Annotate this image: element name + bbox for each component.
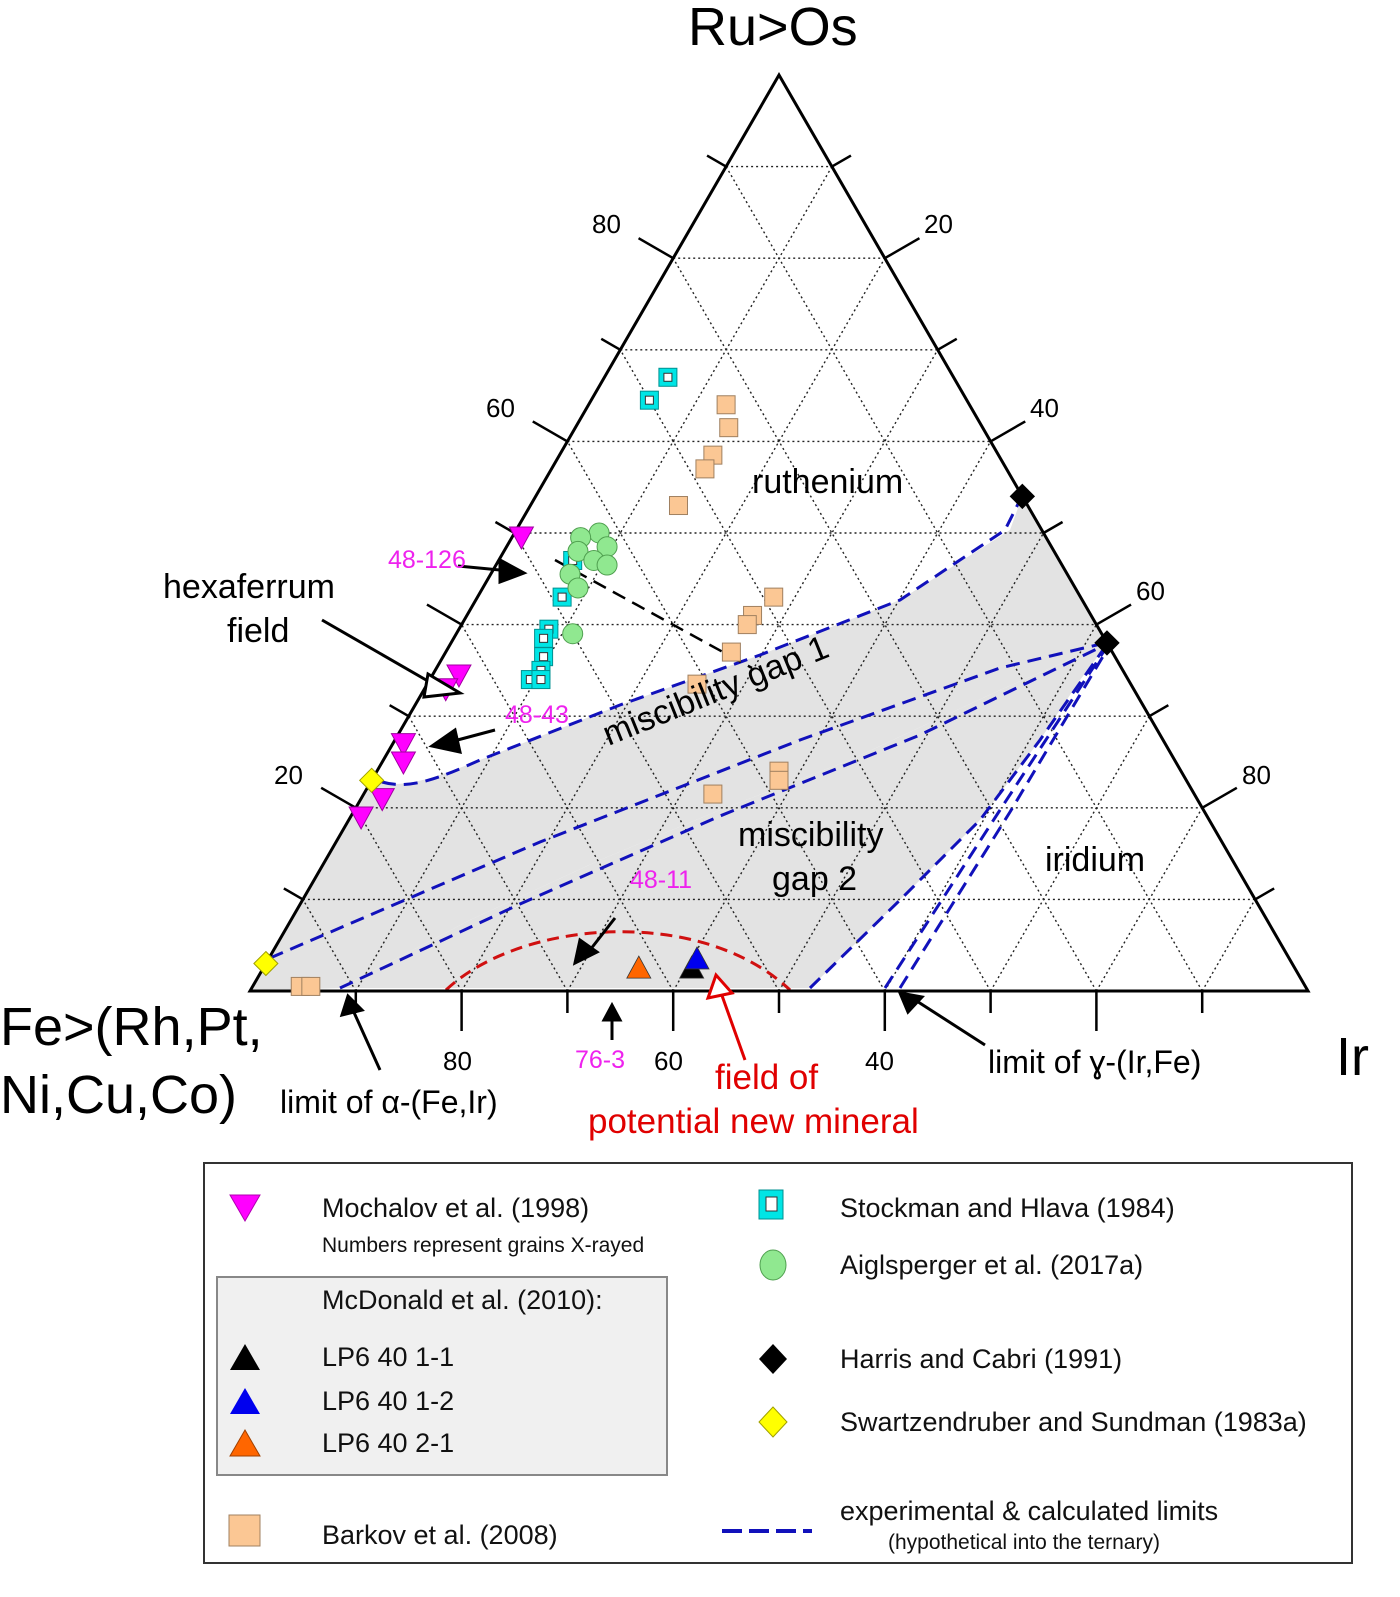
alpha-limit-label: limit of α-(Fe,Ir) <box>280 1084 498 1120</box>
grid-lines <box>302 165 1256 992</box>
data-point <box>562 623 584 645</box>
legend-lp6-11: LP6 40 1-1 <box>322 1342 455 1372</box>
miscibility-gap-2-label-line1: miscibility <box>738 816 884 854</box>
legend-green-circle-icon <box>759 1249 787 1281</box>
new-mineral-label-line1: field of <box>715 1058 819 1097</box>
legend-cyan-open-square-icon <box>758 1189 784 1220</box>
data-point <box>536 675 546 685</box>
tick-bottom-60: 60 <box>654 1046 683 1076</box>
data-point <box>769 770 789 790</box>
apex-top-label: Ru>Os <box>688 0 858 57</box>
data-point <box>348 806 374 831</box>
apex-right-label: Ir <box>1336 1027 1369 1087</box>
tie-line <box>554 558 753 670</box>
legend-orange-triangle-icon <box>229 1428 261 1457</box>
legend-blue-dashed-line-icon <box>722 1529 812 1533</box>
legend-limits: experimental & calculated limits <box>840 1496 1219 1526</box>
legend-black-diamond-icon <box>759 1344 787 1374</box>
legend-yellow-diamond-icon <box>758 1406 788 1438</box>
legend-barkov: Barkov et al. (2008) <box>322 1520 558 1550</box>
data-point <box>719 418 739 438</box>
phase-boundaries <box>269 499 1110 990</box>
apex-left-label-line1: Fe>(Rh,Pt, <box>0 997 263 1057</box>
data-point <box>567 540 589 562</box>
legend-mochalov-note: Numbers represent grains X-rayed <box>322 1234 645 1257</box>
grain-label-76-3: 76-3 <box>575 1046 626 1074</box>
data-point <box>369 788 396 812</box>
data-point <box>253 950 279 977</box>
legend-harris: Harris and Cabri (1991) <box>840 1344 1123 1374</box>
legend-tan-square-icon <box>228 1514 261 1547</box>
axis-ticks <box>283 154 1275 1031</box>
data-point <box>557 592 567 602</box>
legend-lp6-12: LP6 40 1-2 <box>322 1386 455 1416</box>
tick-bottom-80: 80 <box>443 1046 472 1076</box>
data-point <box>1094 630 1120 656</box>
hexaferrum-label-line2: field <box>227 612 290 650</box>
legend-limits-note: (hypothetical into the ternary) <box>888 1531 1160 1554</box>
legend-blue-triangle-icon <box>230 1388 260 1414</box>
data-point <box>663 372 673 382</box>
new-mineral-arrow <box>705 972 747 1061</box>
tick-left-80: 80 <box>592 209 621 239</box>
legend-mcdonald-title: McDonald et al. (2010): <box>322 1285 603 1315</box>
data-point <box>737 615 757 635</box>
data-point <box>721 642 741 662</box>
grain-label-48-11: 48-11 <box>630 866 693 894</box>
grain-label-48-43: 48-43 <box>505 701 569 729</box>
data-point <box>596 554 618 576</box>
data-point <box>668 496 688 516</box>
ruthenium-field-label: ruthenium <box>752 463 904 501</box>
data-point <box>539 633 549 643</box>
data-point <box>687 674 707 694</box>
data-point <box>446 664 472 689</box>
tick-left-20: 20 <box>274 760 303 790</box>
data-point <box>1009 483 1036 510</box>
data-point <box>716 395 736 415</box>
tick-bottom-40: 40 <box>865 1046 894 1076</box>
legend-aiglsperger: Aiglsperger et al. (2017a) <box>840 1250 1144 1280</box>
data-point <box>703 784 723 804</box>
tick-left-60: 60 <box>486 393 515 423</box>
data-point <box>390 751 417 776</box>
data-point <box>390 733 417 757</box>
tick-right-60: 60 <box>1136 576 1165 606</box>
new-mineral-label-line2: potential new mineral <box>588 1102 919 1141</box>
legend-mochalov: Mochalov et al. (1998) <box>322 1193 590 1223</box>
legend-lp6-21: LP6 40 2-1 <box>322 1428 455 1458</box>
data-point <box>358 767 385 794</box>
legend-magenta-triangle-down-icon <box>229 1194 261 1223</box>
data-point <box>508 526 535 551</box>
hexaferrum-label-line1: hexaferrum <box>163 568 335 606</box>
tick-right-40: 40 <box>1030 393 1059 423</box>
data-point <box>626 955 652 979</box>
ternary-plot <box>247 72 1311 1071</box>
legend-mcdonald-group <box>216 1276 668 1476</box>
data-point <box>695 459 715 479</box>
data-point <box>684 946 710 970</box>
data-point <box>567 577 589 599</box>
apex-left-label-line2: Ni,Cu,Co) <box>0 1065 238 1125</box>
data-point <box>764 587 784 607</box>
new-mineral-field-boundary <box>444 930 792 992</box>
miscibility-gap-2-label-line2: gap 2 <box>772 860 858 898</box>
data-point <box>539 652 549 662</box>
annotation-arrows <box>321 557 986 1071</box>
data-point <box>301 976 321 996</box>
data-points <box>253 367 1120 996</box>
data-point <box>644 395 654 405</box>
legend-swartzendruber: Swartzendruber and Sundman (1983a) <box>840 1407 1307 1437</box>
tick-right-80: 80 <box>1242 760 1271 790</box>
iridium-field-label: iridium <box>1045 841 1146 879</box>
legend-black-triangle-icon <box>230 1344 260 1370</box>
grain-label-48-126: 48-126 <box>388 546 466 574</box>
legend-stockman: Stockman and Hlava (1984) <box>840 1193 1175 1223</box>
gamma-limit-label: limit of ɣ-(Ir,Fe) <box>988 1044 1202 1080</box>
tick-right-20: 20 <box>924 209 953 239</box>
